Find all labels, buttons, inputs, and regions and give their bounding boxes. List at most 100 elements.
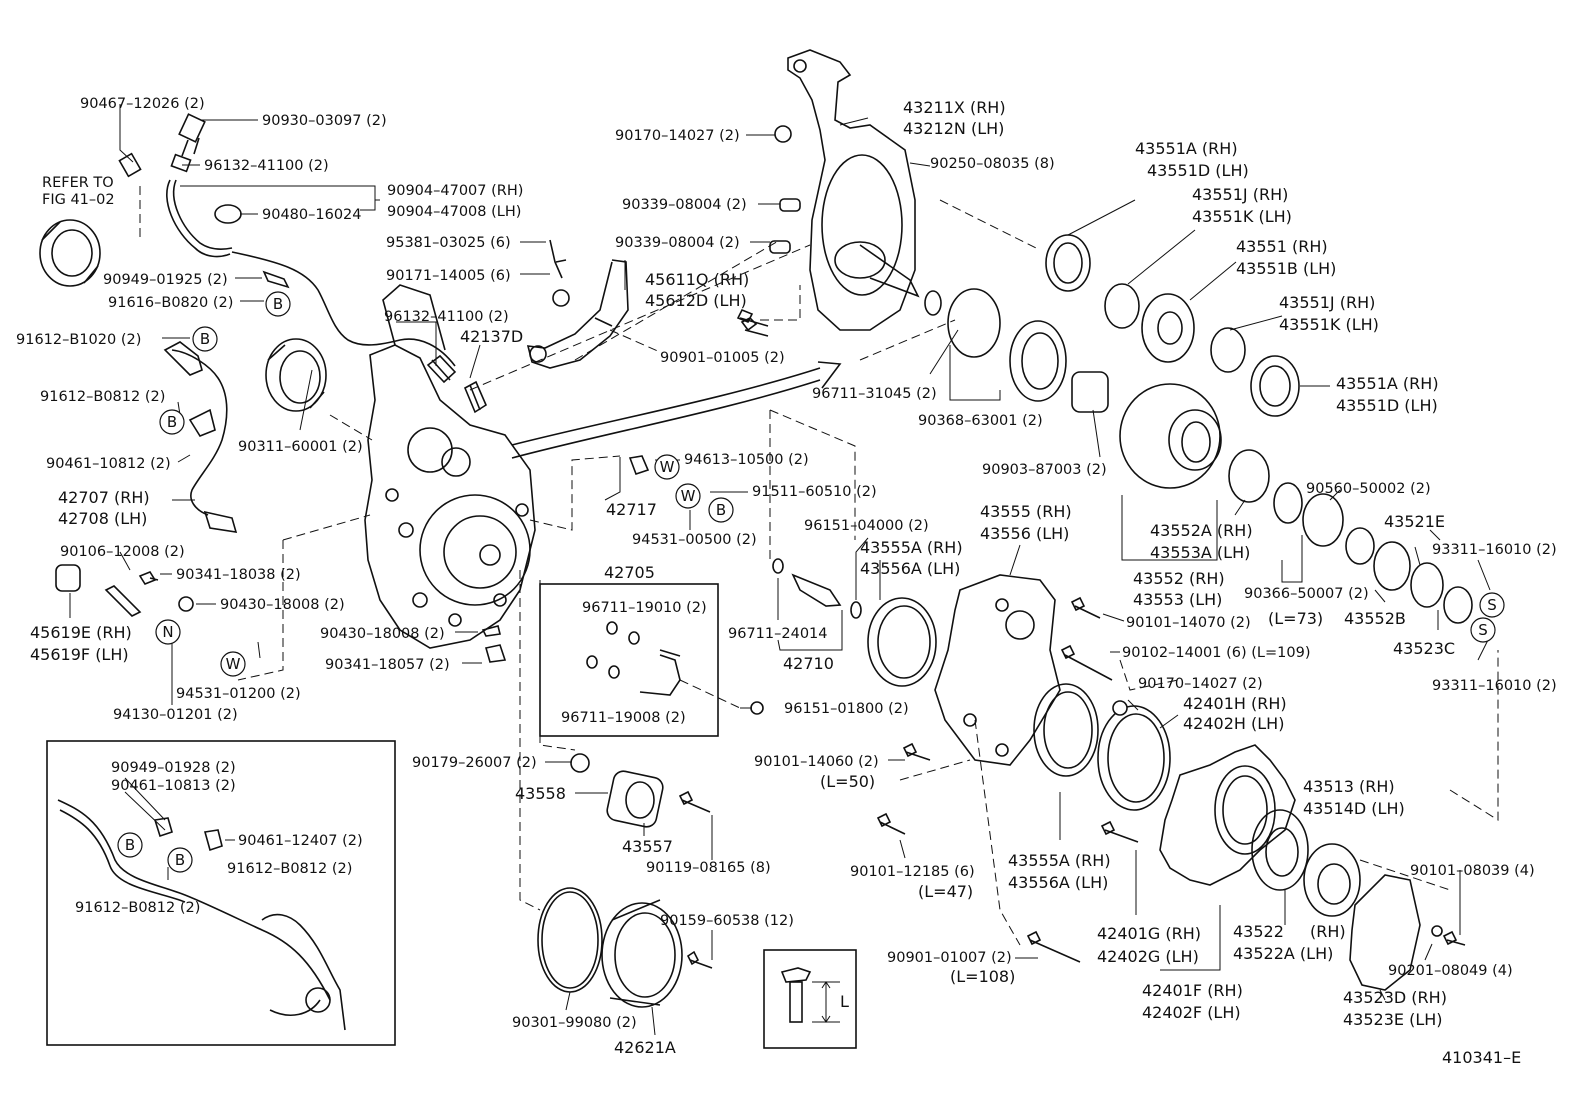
sensor-cable xyxy=(231,251,456,367)
sensor-cable-lh xyxy=(171,349,228,516)
steering-arm-drawing xyxy=(526,259,629,369)
mark-w: W xyxy=(654,454,680,480)
part-label: 90461–12407 (2) xyxy=(238,833,363,849)
part-label: 90106–12008 (2) xyxy=(60,544,185,560)
knuckle-arm-drawing xyxy=(787,49,920,331)
part-label: 90339–08004 (2) xyxy=(622,197,747,213)
svg-text:N: N xyxy=(162,623,173,641)
part-label: 90904–47007 (RH) xyxy=(387,183,523,199)
part-label: 91612–B1020 (2) xyxy=(16,332,141,348)
svg-text:B: B xyxy=(167,413,177,431)
sensor-hose xyxy=(172,179,233,250)
part-label: 90430–18008 (2) xyxy=(320,626,445,642)
part-label: 42401G (RH) xyxy=(1097,924,1201,943)
bolt-inset-drawing xyxy=(780,967,840,1023)
part-label: (L=50) xyxy=(820,772,875,791)
small-parts-center xyxy=(426,125,801,414)
part-label: (L=73) xyxy=(1268,609,1323,628)
part-label: 42402H (LH) xyxy=(1183,714,1284,733)
part-label: 43555A (RH) xyxy=(860,538,963,557)
part-label: 90949–01925 (2) xyxy=(103,272,228,288)
bolt-dim-label: L xyxy=(840,992,849,1011)
svg-text:S: S xyxy=(1478,621,1488,639)
part-label: 96132–41100 (2) xyxy=(204,158,329,174)
part-label: 43556A (LH) xyxy=(860,559,960,578)
part-label: 90250–08035 (8) xyxy=(930,156,1055,172)
part-label: 90101–14060 (2) xyxy=(754,754,879,770)
part-label: 43551J (RH) xyxy=(1279,293,1375,312)
part-drawings xyxy=(39,49,1473,1049)
part-label: 90170–14027 (2) xyxy=(615,128,740,144)
part-label: 90949–01928 (2) xyxy=(111,760,236,776)
part-label: (L=47) xyxy=(918,882,973,901)
part-label: 45619F (LH) xyxy=(30,645,129,664)
part-label: 96132–41100 (2) xyxy=(384,309,509,325)
part-label: 90102–14001 (6) (L=109) xyxy=(1122,645,1310,661)
part-label: 43552A (RH) xyxy=(1150,521,1253,540)
ring-gear-drawing xyxy=(1119,383,1473,624)
part-label: 43551A (RH) xyxy=(1135,139,1238,158)
part-label: 96151–01800 (2) xyxy=(784,701,909,717)
part-label: 94613–10500 (2) xyxy=(684,452,809,468)
part-label: 43513 (RH) xyxy=(1303,777,1395,796)
part-labels: REFER TO FIG 41–02 90467–12026 (2) 90930… xyxy=(16,96,1557,1067)
svg-text:W: W xyxy=(226,655,241,673)
mark-b: B xyxy=(159,409,185,435)
part-label: 90201–08049 (4) xyxy=(1388,963,1513,979)
mark-b: B xyxy=(192,326,218,352)
part-label: 43523C xyxy=(1393,639,1455,658)
part-label: (RH) xyxy=(1310,922,1346,941)
part-label: 93311–16010 (2) xyxy=(1432,678,1557,694)
part-label: 43551D (LH) xyxy=(1147,161,1249,180)
part-label: 90461–10812 (2) xyxy=(46,456,171,472)
part-label: 42401F (RH) xyxy=(1142,981,1243,1000)
part-label: 43553 (LH) xyxy=(1133,590,1222,609)
leader-lines xyxy=(69,104,1499,1036)
hub-seal-drawing xyxy=(39,219,101,287)
part-label: 90430–18008 (2) xyxy=(220,597,345,613)
svg-text:S: S xyxy=(1487,596,1497,614)
o-ring-drawings xyxy=(586,621,681,696)
part-label: 43211X (RH) xyxy=(903,98,1006,117)
part-label: 43552B xyxy=(1344,609,1406,628)
part-label: 43556A (LH) xyxy=(1008,873,1108,892)
part-label: 90467–12026 (2) xyxy=(80,96,205,112)
part-label: 43522A (LH) xyxy=(1233,944,1333,963)
oil-seal-drawing xyxy=(265,338,327,412)
direction-arrow xyxy=(511,379,821,459)
svg-text:B: B xyxy=(125,836,135,854)
part-label: 93311–16010 (2) xyxy=(1432,542,1557,558)
part-label: 43555A (RH) xyxy=(1008,851,1111,870)
part-label: 90311–60001 (2) xyxy=(238,439,363,455)
part-label: 42708 (LH) xyxy=(58,509,147,528)
part-label: 91612–B0812 (2) xyxy=(227,861,352,877)
mark-b: B xyxy=(708,497,734,523)
bolt-drawings xyxy=(55,317,1466,969)
svg-text:W: W xyxy=(681,487,696,505)
part-label: 91511–60510 (2) xyxy=(752,484,877,500)
sensor-hose xyxy=(166,179,231,258)
part-label: 42137D xyxy=(460,327,523,346)
part-label: 91616–B0820 (2) xyxy=(108,295,233,311)
refer-note: FIG 41–02 xyxy=(42,192,115,208)
part-label: 96711–19010 (2) xyxy=(582,600,707,616)
part-label: 94130–01201 (2) xyxy=(113,707,238,723)
mark-b: B xyxy=(167,847,193,873)
diagram-id: 410341–E xyxy=(1442,1048,1521,1067)
part-label: 42402F (LH) xyxy=(1142,1003,1241,1022)
part-label: 90119–08165 (8) xyxy=(646,860,771,876)
svg-text:B: B xyxy=(273,295,283,313)
part-label: 90301–99080 (2) xyxy=(512,1015,637,1031)
part-label: 43551K (LH) xyxy=(1192,207,1292,226)
part-label: 90903–87003 (2) xyxy=(982,462,1107,478)
cover-drawing xyxy=(537,753,683,1008)
part-label: 90341–18057 (2) xyxy=(325,657,450,673)
part-label: 90101–12185 (6) xyxy=(850,864,975,880)
part-label: 96711–24014 xyxy=(728,626,828,642)
part-label: 43556 (LH) xyxy=(980,524,1069,543)
sensor-bracket-drawing xyxy=(628,455,650,476)
direction-arrow xyxy=(511,367,821,446)
part-label: 45619E (RH) xyxy=(30,623,132,642)
part-label: 90560–50002 (2) xyxy=(1306,481,1431,497)
